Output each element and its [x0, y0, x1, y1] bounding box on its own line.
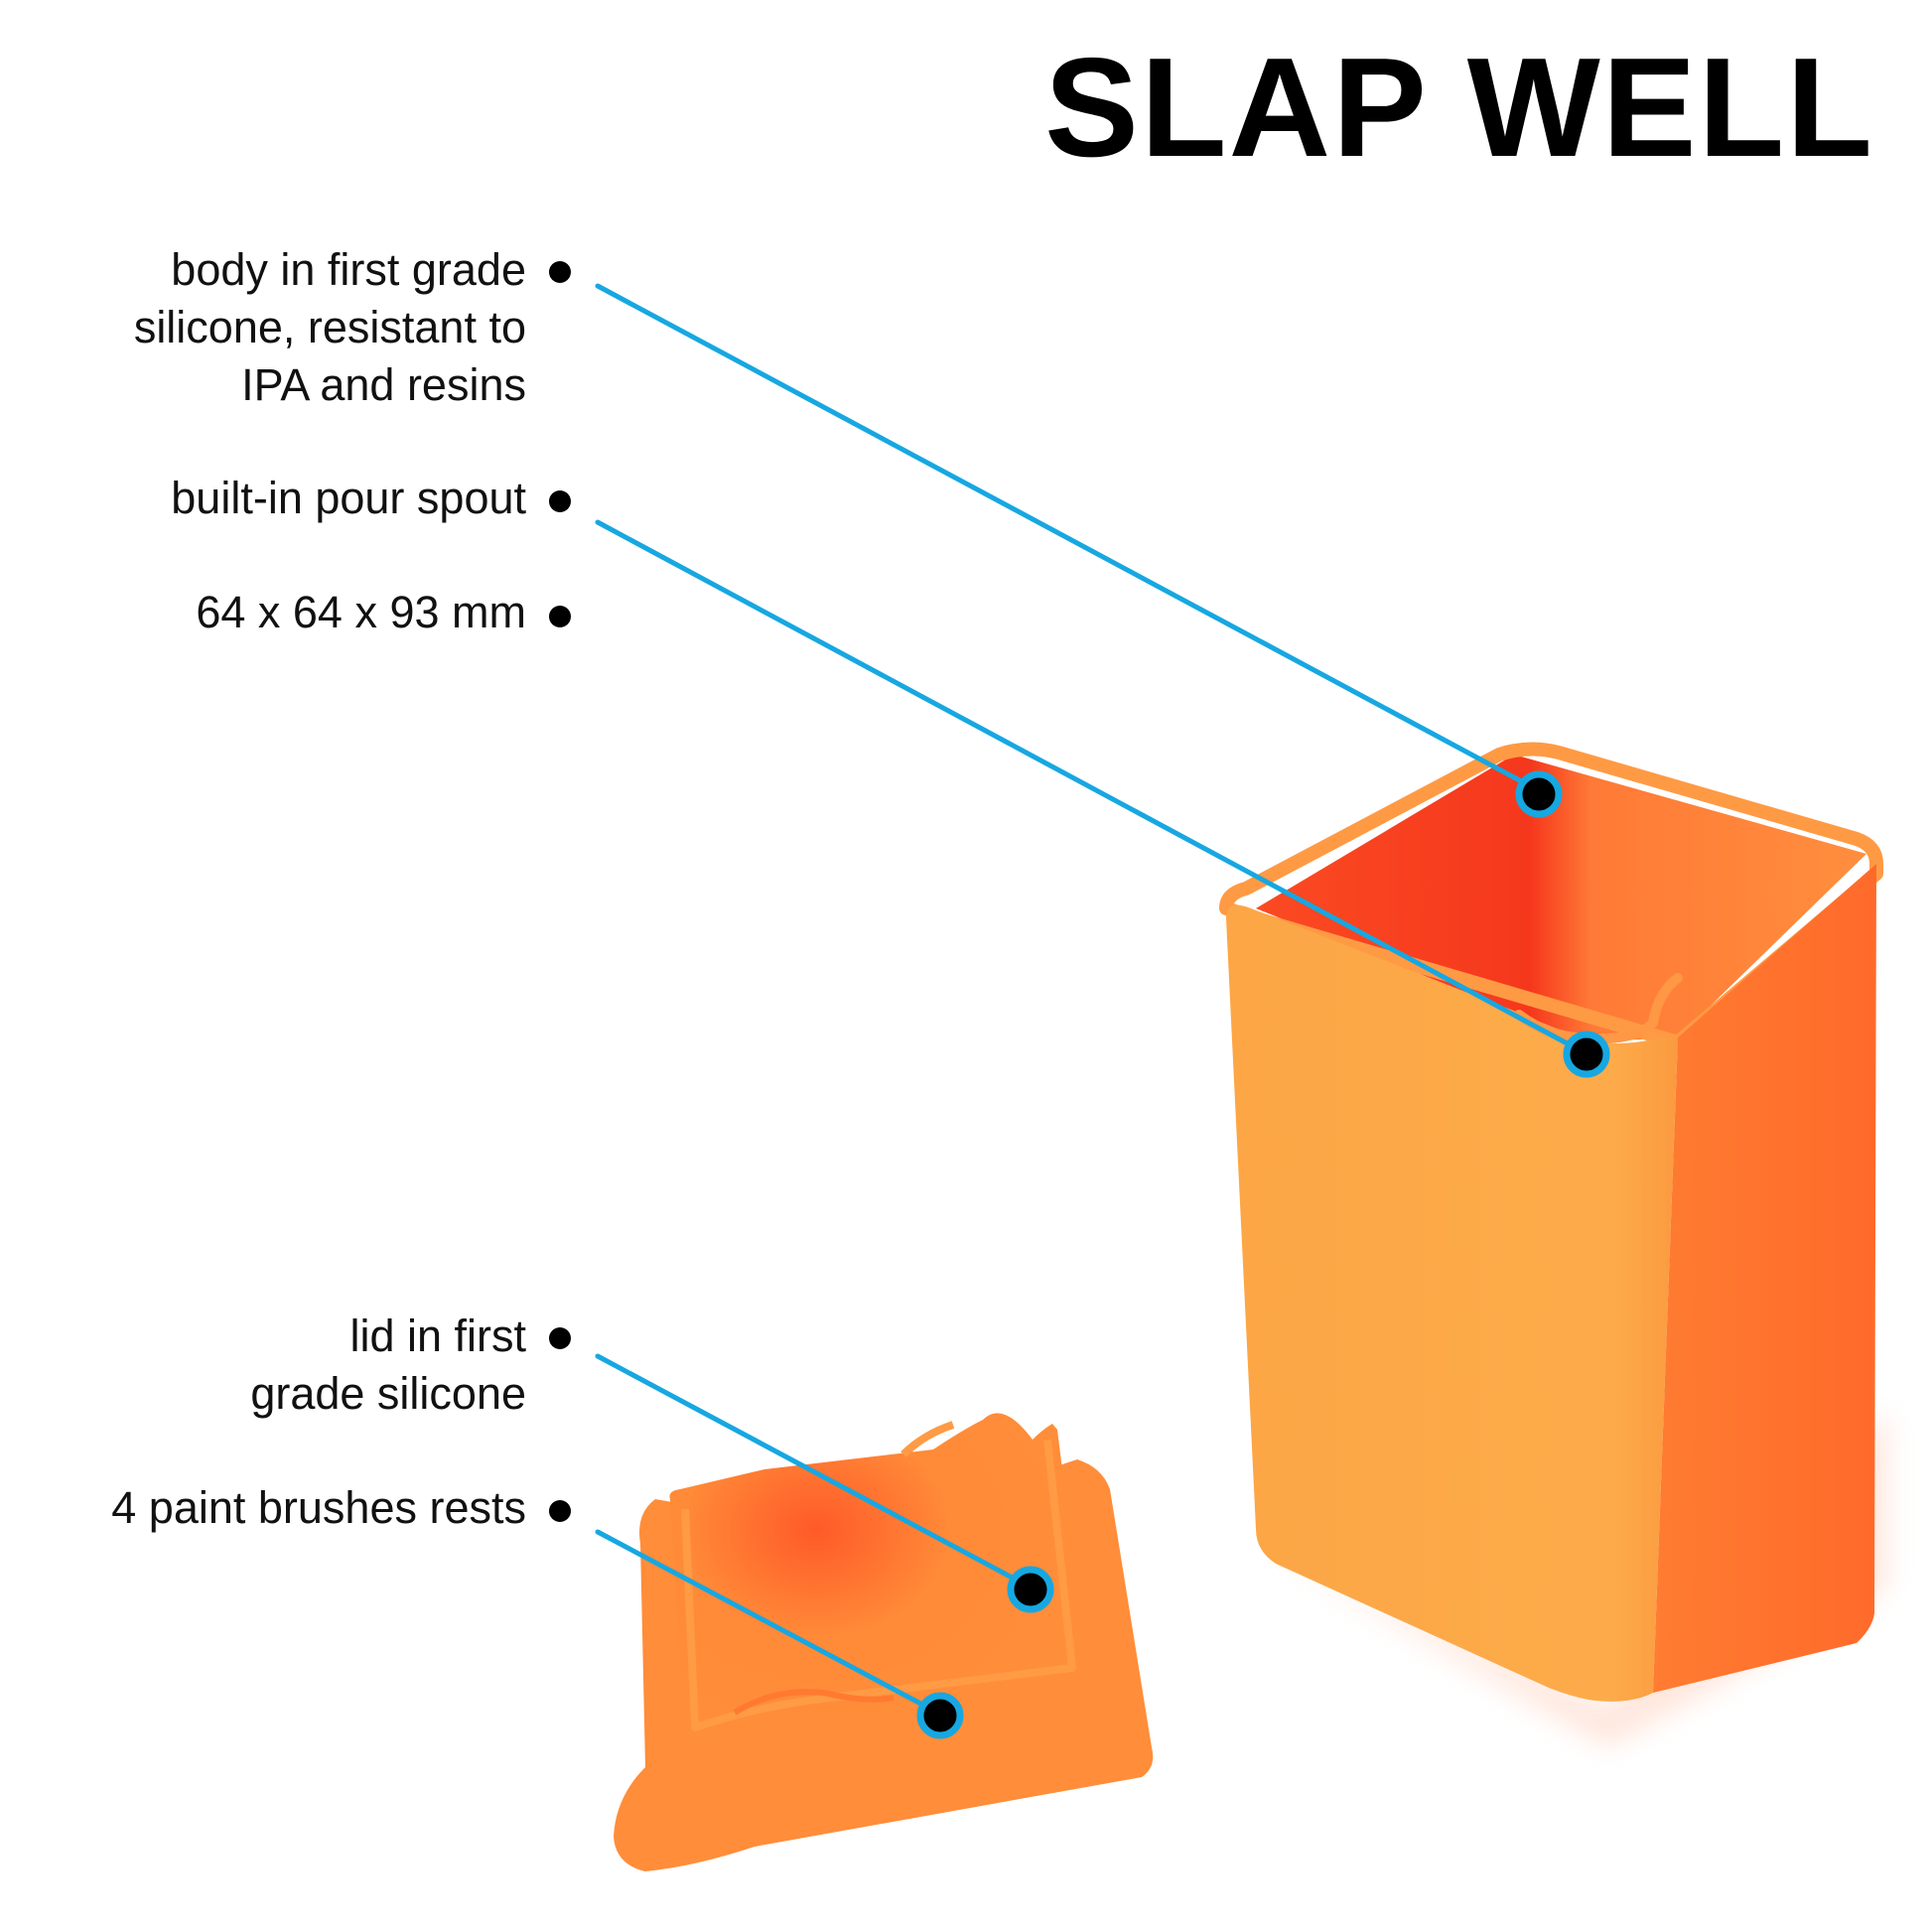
bullet-dot-icon [549, 490, 571, 512]
callout-markers [916, 770, 1610, 1739]
product-title: SLAP WELL [1044, 29, 1874, 187]
bullet-dot-icon [549, 1500, 571, 1522]
leader-line-rests [595, 1529, 931, 1711]
bullet-dot-icon [549, 261, 571, 283]
callout-marker-icon [1515, 770, 1563, 818]
feature-body-material: body in first grade silicone, resistant … [133, 244, 526, 410]
callout-marker-icon [916, 1692, 964, 1739]
leader-line-body [595, 283, 1530, 787]
feature-brush-rests: 4 paint brushes rests [111, 1482, 526, 1533]
bullet-dot-icon [549, 1327, 571, 1349]
feature-lid-material: lid in first grade silicone [250, 1310, 526, 1419]
bullet-dot-icon [549, 606, 571, 627]
feature-pour-spout: built-in pour spout [171, 473, 526, 523]
leader-line-lid [595, 1353, 1021, 1584]
leader-line-spout [595, 519, 1576, 1049]
callout-marker-icon [1007, 1566, 1054, 1613]
callout-marker-icon [1563, 1031, 1610, 1078]
slap-well-body [1219, 742, 1883, 1702]
feature-dimensions: 64 x 64 x 93 mm [196, 587, 526, 637]
slap-well-lid [614, 1413, 1154, 1871]
